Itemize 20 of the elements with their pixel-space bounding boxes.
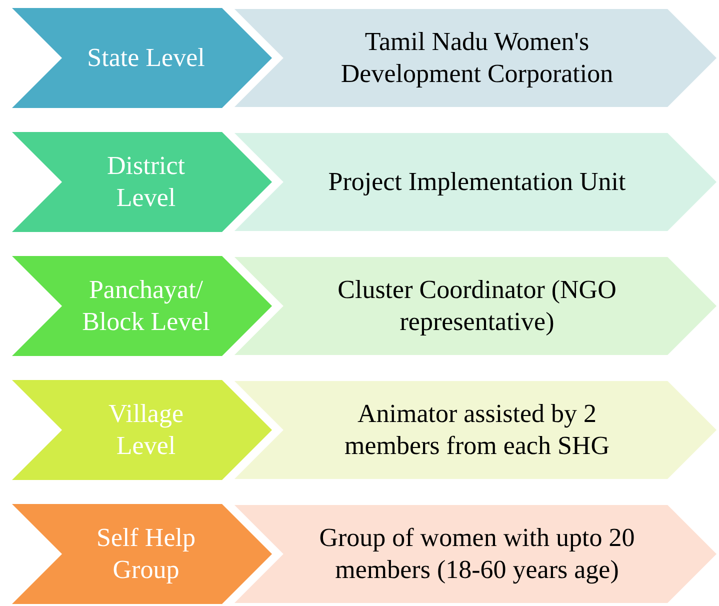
level-banner [12,256,272,356]
description-text: Group of women with upto 20 members (18-60 years age) [318,522,636,586]
description-banner [232,132,718,232]
level-label: District Level [106,150,186,214]
description-banner [232,256,718,356]
description-text: Animator assisted by 2 members from each SHG [344,398,610,462]
description-banner [232,504,718,604]
level-banner [12,504,272,604]
description-banner [232,380,718,480]
description-banner [232,8,718,108]
description-text: Project Implementation Unit [328,166,626,198]
level-label: Panchayat/ Block Level [81,274,211,338]
description-text: Tamil Nadu Women's Development Corporation [340,26,614,90]
level-label: Village Level [108,398,184,462]
level-label: Self Help Group [96,522,196,586]
level-banner [12,380,272,480]
level-banner [12,8,272,108]
description-text: Cluster Coordinator (NGO representative) [336,274,618,338]
level-banner [12,132,272,232]
level-label: State Level [87,42,205,74]
